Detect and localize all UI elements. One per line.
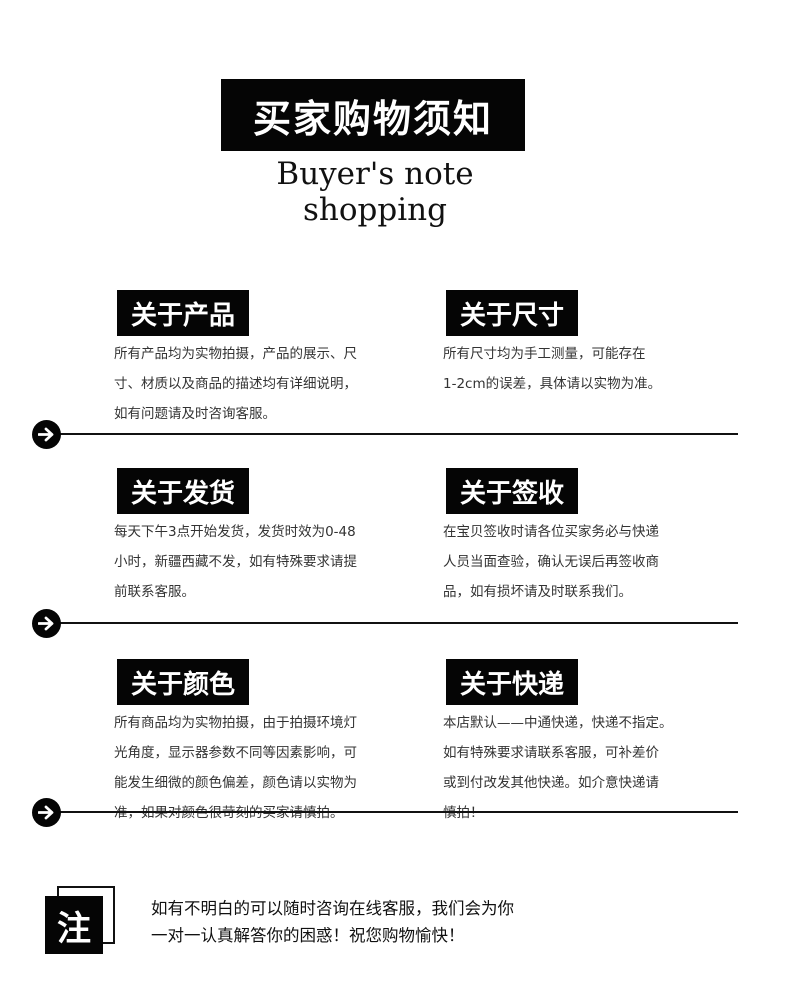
page-subtitle: Buyer's note shopping [276,156,474,228]
page-title: 买家购物须知 [221,79,525,151]
section-title-color: 关于颜色 [117,659,249,705]
divider-2 [46,622,738,624]
arrow-right-circle-icon [32,420,61,449]
section-text-courier: 本店默认——中通快递，快递不指定。 如有特殊要求请联系客服，可补差价 或到付改发… [443,715,673,821]
section-text-receipt: 在宝贝签收时请各位买家务必与快递 人员当面查验，确认无误后再签收商 品，如有损坏… [443,524,659,600]
section-text-size: 所有尺寸均为手工测量，可能存在 1-2cm的误差，具体请以实物为准。 [443,346,662,392]
arrow-right-circle-icon [32,609,61,638]
note-text: 如有不明白的可以随时咨询在线客服，我们会为你 一对一认真解答你的困惑！祝您购物愉… [151,899,514,945]
section-title-courier: 关于快递 [446,659,578,705]
section-title-product: 关于产品 [117,290,249,336]
arrow-right-circle-icon [32,798,61,827]
section-title-size: 关于尺寸 [446,290,578,336]
section-text-shipping: 每天下午3点开始发货，发货时效为0-48 小时，新疆西藏不发，如有特殊要求请提 … [114,524,357,600]
section-text-product: 所有产品均为实物拍摄，产品的展示、尺 寸、材质以及商品的描述均有详细说明， 如有… [114,346,357,422]
divider-1 [46,433,738,435]
divider-3 [46,811,738,813]
section-title-receipt: 关于签收 [446,468,578,514]
section-title-shipping: 关于发货 [117,468,249,514]
note-badge: 注 [45,896,103,954]
section-text-color: 所有商品均为实物拍摄，由于拍摄环境灯 光角度，显示器参数不同等因素影响，可 能发… [114,715,357,821]
